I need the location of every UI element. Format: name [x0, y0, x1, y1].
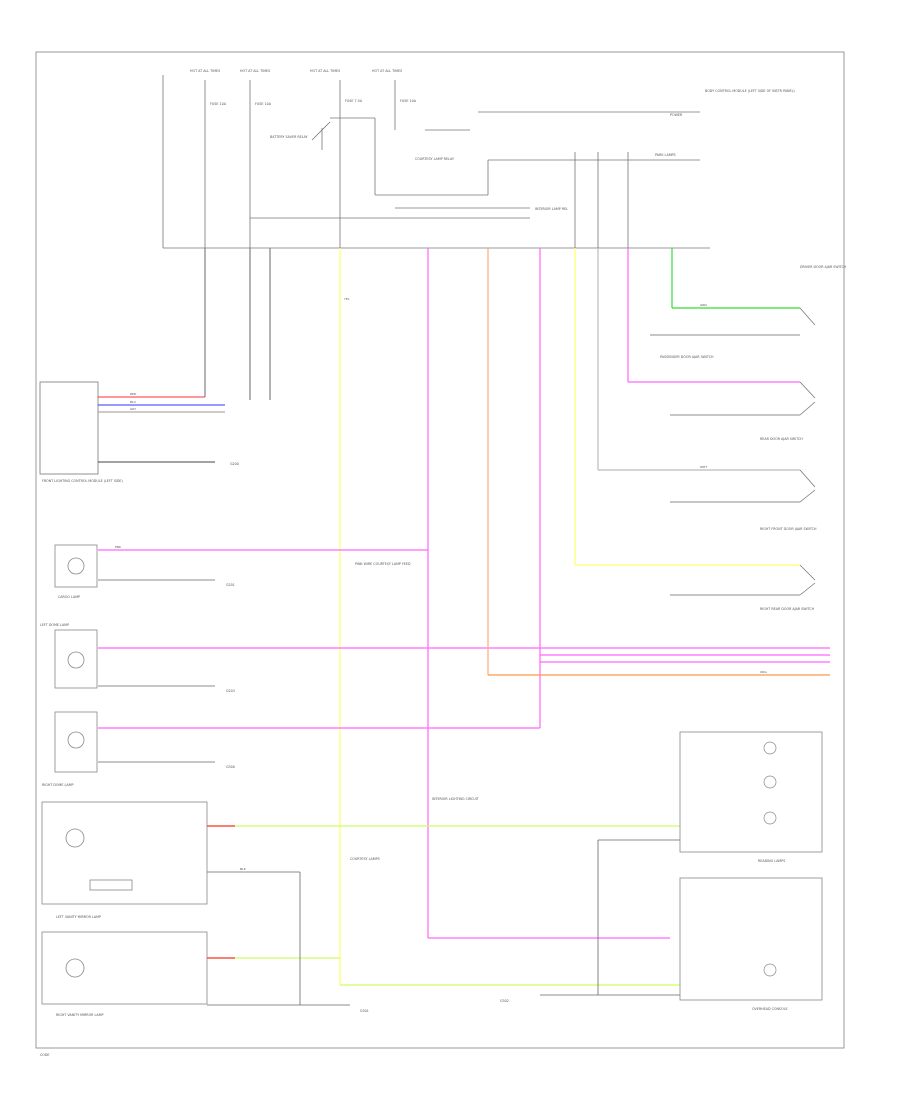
battery-saver-label: BATTERY SAVER RELAY [270, 135, 309, 139]
right-dome-lamp: RIGHT DOME LAMP [42, 711, 98, 787]
ground-g4: G300 [226, 765, 235, 769]
left-vanity-label: LEFT VANITY MIRROR LAMP [56, 915, 101, 919]
ground-wires [98, 334, 800, 1006]
reading-lamp-box: READING LAMPS [679, 731, 823, 863]
interior-lamp-relay-label: INTERIOR LAMP REL [535, 207, 568, 211]
center-note-3: COURTESY LAMPS [350, 857, 380, 861]
fuse-a-id: FUSE 10A [210, 102, 227, 106]
fuse-c-label: HOT AT ALL TIMES [310, 69, 340, 73]
ground-g5: G301 [360, 1009, 369, 1013]
fuse-c-id: FUSE 7.5A [345, 99, 363, 103]
rear-door-switch-label: REAR DOOR AJAR SWITCH [760, 437, 803, 441]
front-lighting-module-label: FRONT LIGHTING CONTROL MODULE (LEFT SIDE… [42, 479, 123, 483]
power-line-label: POWER [670, 113, 683, 117]
wire-code-blk: BLK [240, 867, 247, 871]
ground-g1: G200 [230, 462, 239, 466]
door-switch-labels: DRIVER DOOR AJAR SWITCH PASSENGER DOOR A… [660, 265, 847, 611]
module-wires [98, 248, 271, 463]
center-note-2: INTERIOR LIGHTING CIRCUIT [432, 797, 480, 801]
fuse-d-label: HOT AT ALL TIMES [372, 69, 402, 73]
left-dome-lamp: LEFT DOME LAMP [40, 623, 98, 689]
right-front-door-switch-label: RIGHT FRONT DOOR AJAR SWITCH [760, 527, 817, 531]
diagram-frame [35, 51, 845, 1049]
wire-code-og: ORG [760, 670, 767, 674]
passenger-door-switch-label: PASSENGER DOOR AJAR SWITCH [660, 355, 714, 359]
wire-code-gry: GRY [130, 407, 136, 411]
right-rear-door-switch-label: RIGHT REAR DOOR AJAR SWITCH [760, 607, 815, 611]
reading-lamps-label: READING LAMPS [758, 859, 785, 863]
right-vanity-label: RIGHT VANITY MIRROR LAMP [56, 1013, 104, 1017]
ground-labels: G200 G201 G203 G300 G301 G302 [226, 462, 509, 1013]
wire-code-pk: PNK [115, 545, 122, 549]
right-vanity-lamp: RIGHT VANITY MIRROR LAMP [41, 931, 208, 1017]
driver-door-switch-label: DRIVER DOOR AJAR SWITCH [800, 265, 847, 269]
wire-code-gn: GRN [700, 303, 707, 307]
right-dome-label: RIGHT DOME LAMP [42, 783, 73, 787]
courtesy-relay-label: COURTESY LAMP RELAY [415, 157, 455, 161]
fuse-b-id: FUSE 10A [255, 102, 272, 106]
front-lighting-module [39, 381, 99, 475]
cargo-lamp-label: CARGO LAMP [58, 595, 80, 599]
center-notes: PINK WIRE COURTESY LAMP FEED INTERIOR LI… [350, 562, 480, 861]
ground-g6: G302 [500, 999, 509, 1003]
fuse-block [162, 75, 710, 249]
left-vanity-lamp: LEFT VANITY MIRROR LAMP [41, 801, 208, 919]
cargo-lamp: CARGO LAMP [54, 544, 98, 599]
wire-code-red: RED [130, 392, 137, 396]
wire-code-blu: BLU [130, 400, 136, 404]
fuse-a-label: HOT AT ALL TIMES [190, 69, 220, 73]
left-dome-label: LEFT DOME LAMP [40, 623, 69, 627]
fuse-labels: HOT AT ALL TIMES HOT AT ALL TIMES HOT AT… [190, 69, 795, 211]
fuse-d-id: FUSE 10A [400, 99, 417, 103]
bcm-label: BODY CONTROL MODULE (LEFT SIDE OF INSTR … [705, 89, 795, 93]
fuse-b-label: HOT AT ALL TIMES [240, 69, 270, 73]
center-note-1: PINK WIRE COURTESY LAMP FEED [355, 562, 411, 566]
wire-codes: RED BLU GRY PNK YEL GRN ORG WHT BLK [115, 297, 767, 871]
door-switches [799, 307, 816, 596]
colored-wires [98, 248, 830, 986]
overhead-console-box: OVERHEAD CONSOLE [679, 877, 823, 1011]
overhead-console-label: OVERHEAD CONSOLE [752, 1007, 788, 1011]
footnote: CODE [40, 1053, 50, 1057]
ground-g3: G203 [226, 689, 235, 693]
park-lamps-label: PARK LAMPS [655, 153, 676, 157]
wire-code-ye: YEL [344, 297, 350, 301]
ground-g2: G201 [226, 583, 235, 587]
wire-code-wht: WHT [700, 465, 707, 469]
